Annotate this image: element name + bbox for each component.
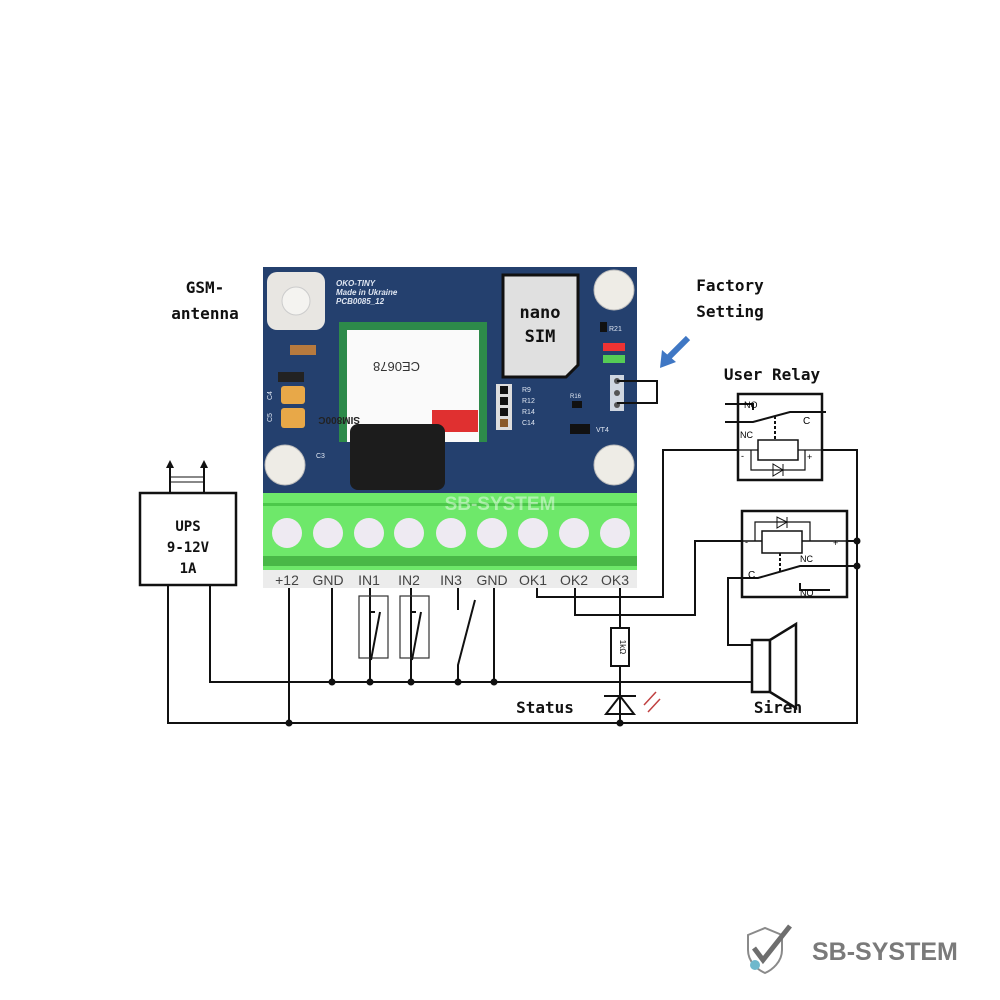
relay-c-label: C [803,416,810,427]
terminal-label: OK1 [519,572,547,588]
siren-relay: C NC NO - + [740,509,849,599]
siren-icon [750,621,798,711]
part-label: C5 [267,413,274,422]
relay-nc-label: NC [800,554,813,564]
nano-sim-slot [501,273,580,379]
terminal-label: OK3 [601,572,629,588]
terminal-screw [477,518,507,548]
junction-dot [407,678,415,686]
sb-system-logo: SB-SYSTEM [747,924,958,975]
silk-pcb: PCB0085_12 [336,297,385,306]
part-label: R16 [570,394,582,400]
junction-dot [366,678,374,686]
junction-dot [454,678,462,686]
junction-dot [616,719,624,727]
factory-setting-label-2: Setting [696,302,763,321]
terminal-screw [394,518,424,548]
relay-no-label: NO [744,400,758,410]
part-label: C3 [316,453,325,460]
ups-current: 1A [180,561,197,577]
wiring [167,449,861,727]
resistor-value: 1kΩ [618,640,627,654]
junction-dot [285,719,293,727]
factory-setting-label: Factory [696,276,764,295]
pcb-board: OKO-TINY Made in Ukraine PCB0085_12 C4 C… [263,267,658,588]
capacitor-c5 [281,408,305,428]
capacitor-c4 [281,386,305,404]
part-label: R12 [522,398,535,405]
led-red [603,343,625,351]
terminal-label: IN3 [440,572,462,588]
sensor-in1 [358,595,389,661]
terminal-screw [559,518,589,548]
mount-hole [593,444,635,486]
watermark: SB-SYSTEM [445,494,556,515]
junction-dot [853,562,861,570]
antenna-label: GSM- [186,278,225,297]
silk-origin: Made in Ukraine [336,288,398,297]
terminal-label: IN2 [398,572,420,588]
status-label: Status [516,698,574,717]
relay-plus-label: + [833,538,838,548]
part-label: R21 [609,326,622,333]
part-label: C4 [267,391,274,400]
status-led-icon [603,691,661,715]
relay-nc-label: NC [740,430,753,440]
relay-plus-label: + [807,452,812,462]
terminal-screw [436,518,466,548]
module-name: SIM800C [318,414,360,425]
terminal-screw [313,518,343,548]
terminal-label: OK2 [560,572,588,588]
silk-model: OKO-TINY [336,279,376,288]
arrow-icon [660,335,691,368]
shield-icon [747,926,783,975]
user-relay-label: User Relay [724,365,821,384]
relay-c-label: C [748,570,755,581]
checkmark-icon [752,924,792,965]
ups-label: UPS [175,519,200,535]
mount-hole [593,269,635,311]
led-green [603,355,625,363]
logo-text: SB-SYSTEM [812,938,958,966]
terminal-label: IN1 [358,572,380,588]
smd-parts [290,345,316,355]
sensor-in2 [399,595,430,661]
resistor-array [496,384,512,430]
terminal-screw [354,518,384,548]
terminal-label: +12 [275,572,299,588]
junction-dot [490,678,498,686]
relay-no-label: NO [800,588,814,598]
junction-dot [328,678,336,686]
relay-minus-label: - [745,537,748,547]
terminal-screw [272,518,302,548]
inductor [350,424,445,490]
status-resistor: 1kΩ [610,627,630,667]
ups-power-supply: UPS 9-12V 1A [138,460,238,587]
junction-dot [853,537,861,545]
antenna-label-2: antenna [171,304,238,323]
ups-voltage: 9-12V [167,540,210,556]
module-ce-mark: CE0678 [373,359,420,374]
sim-label-1: nano [520,303,561,323]
terminal-label: GND [476,572,507,588]
user-relay: NO NC C - + [725,392,826,482]
terminal-screw [518,518,548,548]
resistor-r16 [572,401,582,408]
sim-label-2: SIM [525,327,556,347]
terminal-label: GND [312,572,343,588]
part-label: VT4 [596,427,609,434]
part-label: C14 [522,420,535,427]
part-label: R9 [522,387,531,394]
terminal-screw [600,518,630,548]
mount-hole [264,444,306,486]
part-label: R14 [522,409,535,416]
transistor-vt4 [570,424,590,434]
relay-minus-label: - [741,451,744,461]
